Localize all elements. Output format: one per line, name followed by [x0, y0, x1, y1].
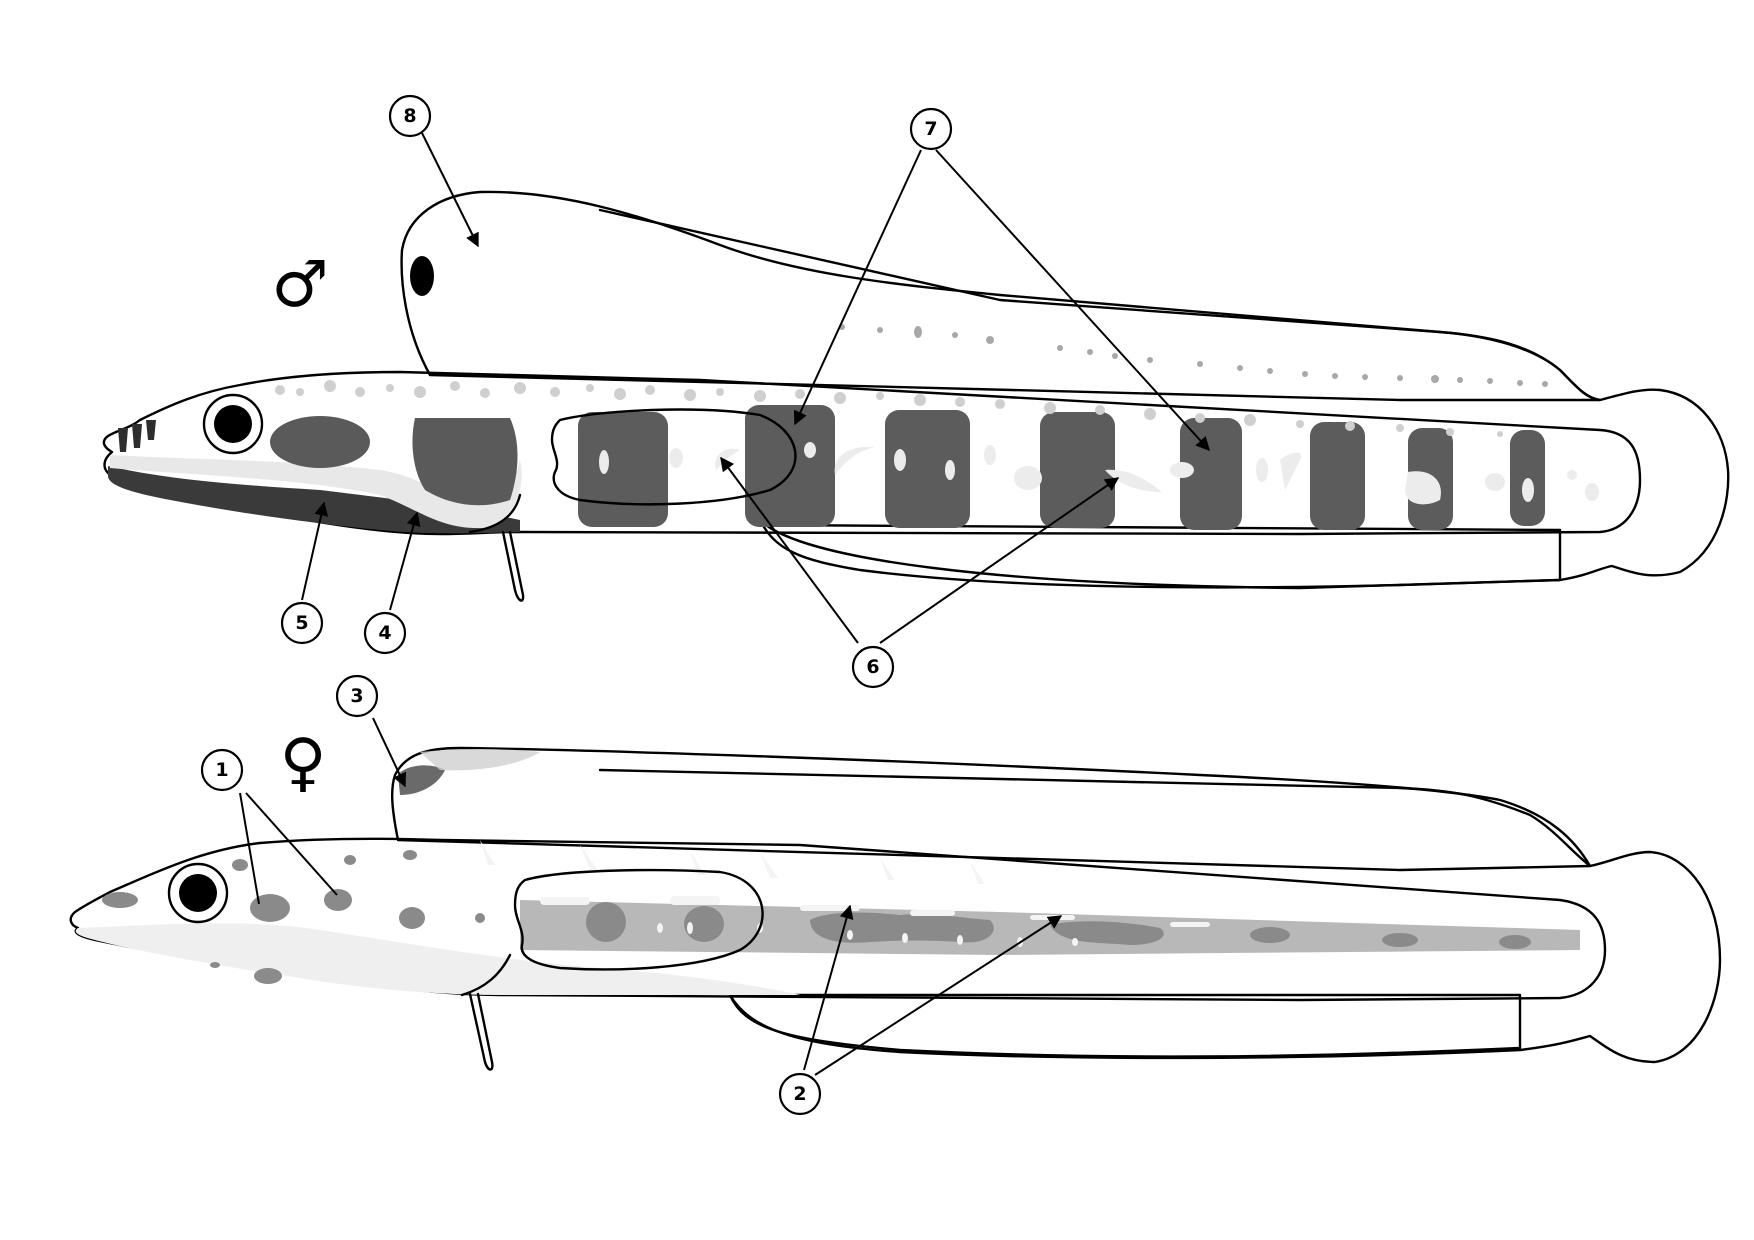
callout-8: 8	[388, 94, 432, 138]
callout-1: 1	[200, 748, 244, 792]
female-midlateral-stripe	[520, 900, 1580, 955]
female-anal-fin	[728, 993, 1522, 1058]
dorsal-fin-eyespot	[410, 256, 434, 296]
callout-5: 5	[280, 601, 324, 645]
female-eye	[167, 862, 229, 924]
svg-text:1: 1	[215, 759, 228, 781]
female-dorsal-fin-shade	[420, 749, 540, 771]
male-cheek-stripe	[110, 455, 522, 529]
female-lateral-blotches	[102, 850, 1531, 984]
male-symbol: ♂	[271, 248, 328, 322]
dorsal-fin-dots	[839, 324, 1548, 387]
male-cheek-blotch	[270, 416, 370, 468]
female-pelvic-fin	[468, 992, 494, 1071]
male-body-bands	[578, 405, 1545, 530]
svg-text:6: 6	[866, 656, 879, 678]
female-symbol: ♀	[280, 726, 327, 800]
callout-7: 7	[909, 107, 953, 151]
male-anal-fin	[758, 518, 1562, 589]
female-operculum-curve	[460, 953, 512, 997]
svg-text:8: 8	[403, 105, 416, 127]
male-fish	[102, 190, 1730, 602]
svg-text:7: 7	[924, 118, 937, 140]
svg-text:2: 2	[793, 1083, 806, 1105]
male-eye	[202, 393, 264, 455]
male-operculum-curve	[468, 493, 522, 534]
male-pectoral-outline	[550, 408, 797, 506]
female-pectoral-outline	[513, 868, 764, 971]
leader-lines	[239, 132, 1210, 1076]
svg-text:3: 3	[350, 685, 363, 707]
male-opercle-blotch	[412, 418, 518, 506]
female-dorsal-fin	[391, 746, 1592, 872]
callout-6: 6	[851, 645, 895, 689]
callout-4: 4	[363, 611, 407, 655]
svg-text:5: 5	[295, 612, 308, 634]
male-flank-markings	[599, 442, 1599, 505]
female-belly	[75, 923, 800, 995]
callout-2: 2	[778, 1072, 822, 1116]
male-dorsal-fin	[400, 190, 1602, 402]
female-dorsal-fin-blotch	[398, 765, 445, 795]
male-head-bars	[118, 420, 156, 452]
female-caudal-fin	[598, 768, 1722, 1064]
svg-text:4: 4	[378, 622, 391, 644]
callout-3: 3	[335, 674, 379, 718]
male-pelvic-fin	[501, 530, 525, 602]
male-dorsal-speckles	[275, 380, 1503, 437]
